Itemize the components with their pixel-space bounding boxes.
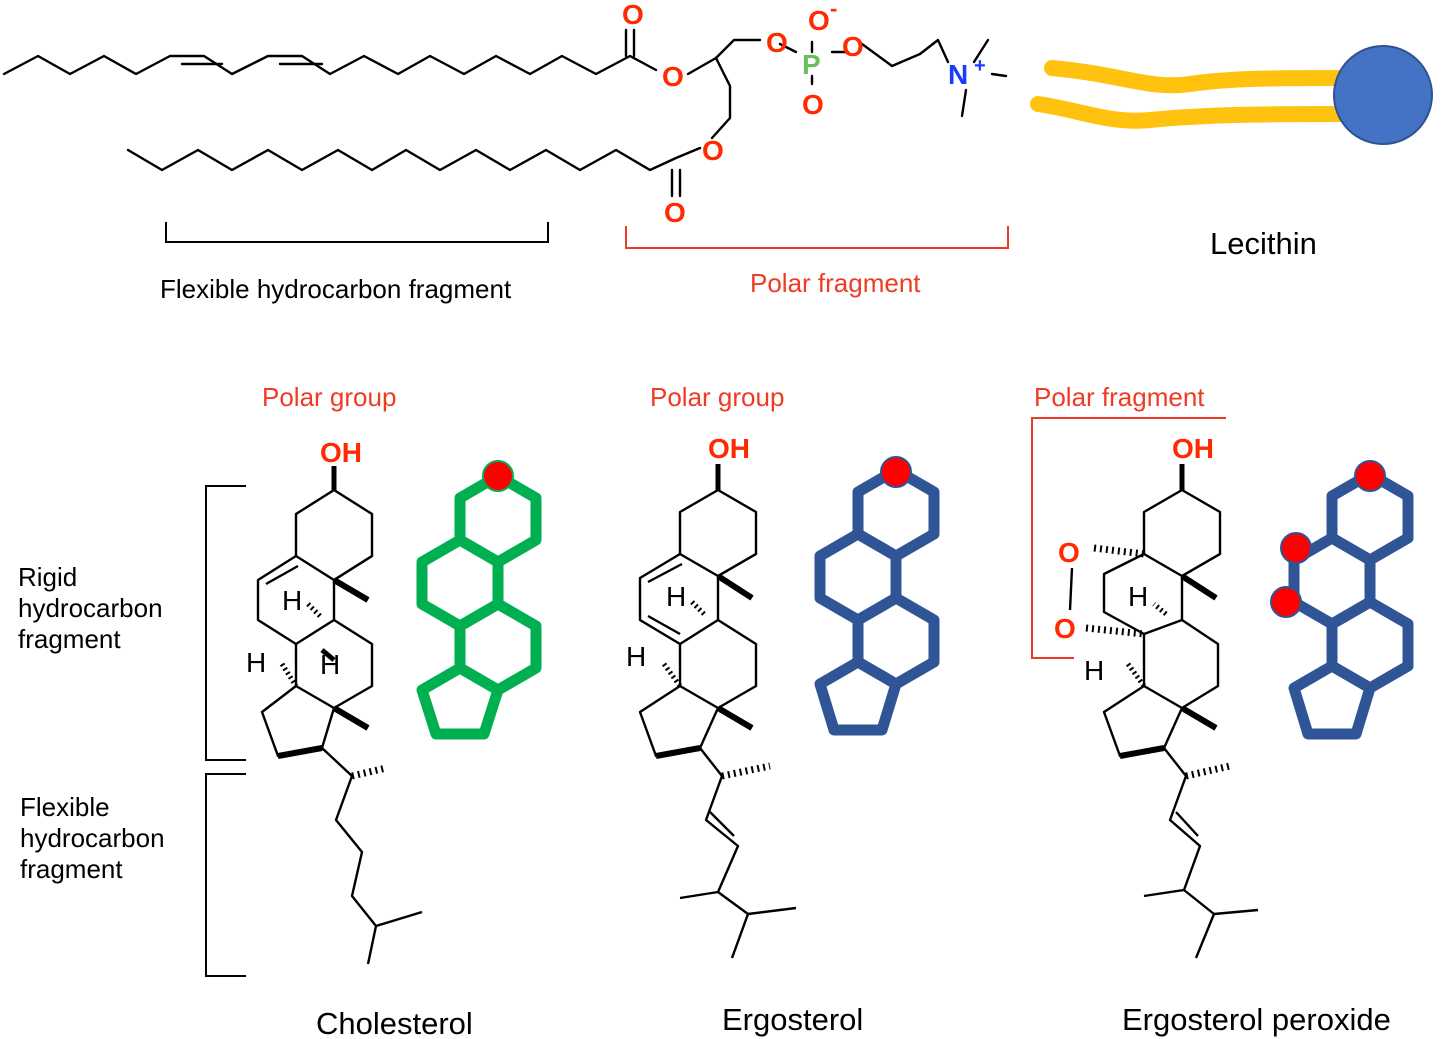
ergosterol-structure [638, 464, 797, 959]
lecithin-tail-2 [1030, 96, 1348, 129]
ergosterol-peroxide-polar-label: Polar fragment [1034, 382, 1205, 412]
cholesterol-h-1: H [282, 585, 302, 616]
lecithin-atoms: O O O O O P O - O O N + [622, 0, 986, 228]
flexible-label-line-2: hydrocarbon [20, 823, 165, 853]
atom-o-phosphate-2: O [842, 31, 864, 62]
atom-o-phosphate-bottom: O [802, 89, 824, 120]
ergosterol-peroxide-o-2: O [1054, 613, 1076, 644]
atom-n: N [948, 59, 968, 90]
ergosterol-cartoon [814, 464, 940, 736]
ergosterol-peroxide-h-2: H [1084, 655, 1104, 686]
lecithin-cartoon [1030, 45, 1433, 145]
ergosterol-name: Ergosterol [722, 1002, 863, 1037]
ergosterol-peroxide-red-dot-2 [1280, 532, 1312, 564]
cholesterol-red-dot [482, 460, 514, 492]
ergosterol-peroxide-o-1: O [1058, 537, 1080, 568]
lecithin-name: Lecithin [1210, 226, 1317, 261]
lecithin-head [1333, 45, 1433, 145]
ergosterol-peroxide-red-dot-1 [1354, 460, 1386, 492]
ergosterol-oh: OH [708, 433, 750, 464]
cholesterol-name: Cholesterol [316, 1006, 473, 1039]
rigid-label-line-3: fragment [18, 624, 121, 654]
flexible-label-line-3: fragment [20, 854, 123, 884]
ergosterol-peroxide-red-dot-3 [1270, 586, 1302, 618]
lecithin-unsaturated-chain [2, 54, 658, 76]
atom-o-phosphate-top: O [808, 5, 830, 36]
cholesterol-oh: OH [320, 437, 362, 468]
ergosterol-polar-label: Polar group [650, 382, 784, 412]
flexible-bracket [205, 773, 246, 977]
ergosterol-peroxide-h-1: H [1128, 581, 1148, 612]
ergosterol-peroxide-structure [1068, 464, 1259, 959]
cholesterol-polar-label: Polar group [262, 382, 396, 412]
cholesterol-structure [256, 466, 423, 965]
rigid-label-line-1: Rigid [18, 562, 77, 592]
lecithin-saturated-chain [126, 146, 702, 172]
lecithin-structure [2, 28, 1008, 198]
rigid-bracket [205, 485, 246, 761]
ergosterol-peroxide-name: Ergosterol peroxide [1122, 1002, 1391, 1037]
atom-o-ester-2: O [702, 135, 724, 166]
atom-o-carbonyl-1: O [622, 0, 644, 30]
cholesterol-h-2: H [246, 647, 266, 678]
atom-o-carbonyl-2: O [664, 197, 686, 228]
ergosterol-peroxide-cartoon [1288, 468, 1414, 740]
cholesterol-h-3: H [320, 649, 340, 680]
ergosterol-h-2: H [626, 641, 646, 672]
atom-o-ester-1: O [662, 61, 684, 92]
lecithin-polar-label: Polar fragment [750, 268, 921, 298]
atom-p: P [802, 49, 821, 80]
ergosterol-red-dot [880, 456, 912, 488]
peroxide-polar-bracket [1031, 417, 1226, 659]
cholesterol-cartoon [416, 470, 542, 740]
ergosterol-h-1: H [666, 581, 686, 612]
ergosterol-peroxide-oh: OH [1172, 433, 1214, 464]
flexible-label-line-1: Flexible [20, 792, 110, 822]
lecithin-flexible-label: Flexible hydrocarbon fragment [160, 274, 512, 304]
lecithin-tail-1 [1044, 60, 1348, 94]
lecithin-polar-bracket [625, 226, 1009, 249]
atom-o-phosphate-1: O [766, 27, 788, 58]
rigid-label-line-2: hydrocarbon [18, 593, 163, 623]
charge-minus: - [830, 0, 837, 21]
lecithin-flexible-bracket [165, 222, 549, 243]
charge-plus: + [974, 55, 986, 77]
